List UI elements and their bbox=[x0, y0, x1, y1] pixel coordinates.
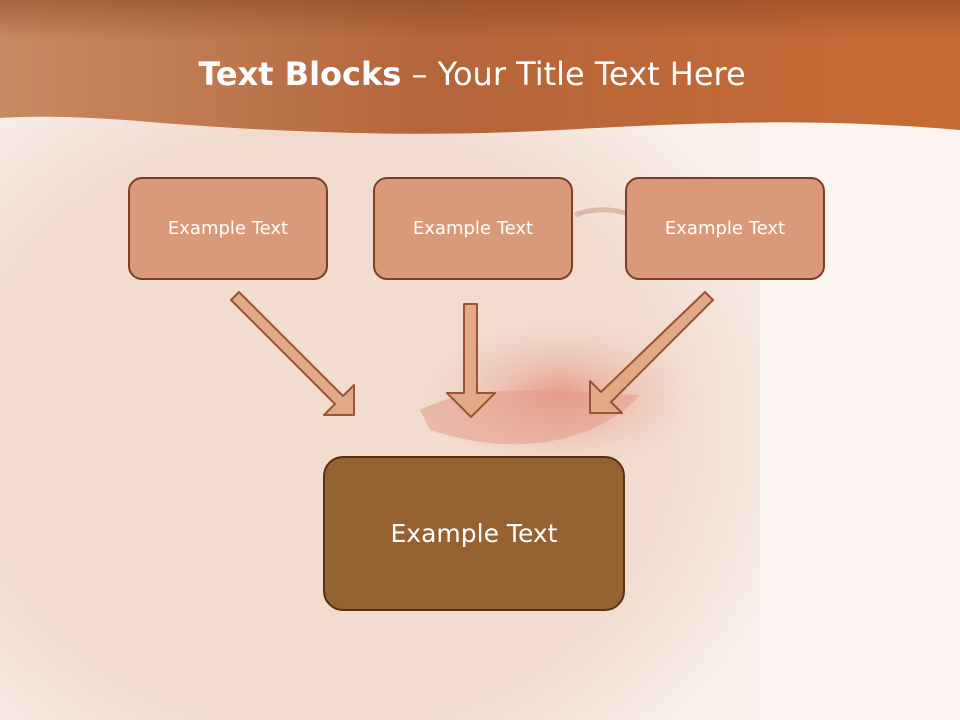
text-block-center[interactable]: Example Text bbox=[373, 177, 573, 280]
target-text-block[interactable]: Example Text bbox=[323, 456, 625, 611]
title-bold: Text Blocks bbox=[198, 55, 402, 93]
title-rest: Your Title Text Here bbox=[437, 55, 746, 93]
text-block-right[interactable]: Example Text bbox=[625, 177, 825, 280]
text-block-left[interactable]: Example Text bbox=[128, 177, 328, 280]
title-dash: – bbox=[401, 55, 438, 93]
page-title: Text Blocks – Your Title Text Here bbox=[0, 52, 944, 96]
